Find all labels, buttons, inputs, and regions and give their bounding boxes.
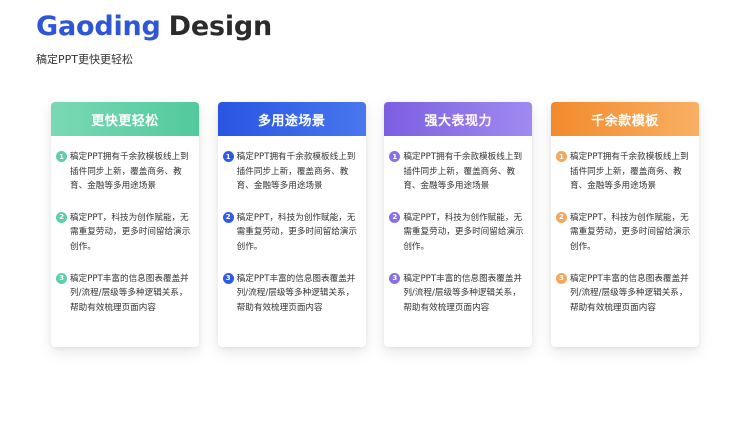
number-badge: 1 [222, 151, 234, 162]
feature-card-templates: 千余款模板 1 稿定PPT拥有千余款模板线上到插件同步上新，覆盖商务、教育、金融… [550, 102, 699, 347]
page-header: Gaoding Design 稿定PPT更快更轻松 [36, 12, 272, 67]
list-item: 2 稿定PPT，科技为创作赋能，无需重复劳动，更多时间留给演示创作。 [222, 211, 358, 255]
number-badge: 3 [222, 272, 234, 284]
list-item: 1 稿定PPT拥有千余款模板线上到插件同步上新，覆盖商务、教育、金融等多用途场景 [555, 150, 691, 194]
brand-name-rest: Design [168, 11, 273, 42]
item-text: 稿定PPT，科技为创作赋能，无需重复劳动，更多时间留给演示创作。 [70, 212, 191, 252]
card-body: 1 稿定PPT拥有千余款模板线上到插件同步上新，覆盖商务、教育、金融等多用途场景… [218, 136, 366, 315]
card-header: 多用途场景 [217, 102, 366, 136]
number-badge: 1 [555, 151, 567, 162]
feature-card-expressive: 强大表现力 1 稿定PPT拥有千余款模板线上到插件同步上新，覆盖商务、教育、金融… [384, 102, 533, 347]
card-header: 更快更轻松 [51, 102, 199, 136]
number-badge: 2 [555, 211, 567, 223]
feature-card-multi-use: 多用途场景 1 稿定PPT拥有千余款模板线上到插件同步上新，覆盖商务、教育、金融… [217, 102, 366, 347]
card-body: 1 稿定PPT拥有千余款模板线上到插件同步上新，覆盖商务、教育、金融等多用途场景… [51, 136, 199, 315]
item-text: 稿定PPT丰富的信息图表覆盖并列/流程/层级等多种逻辑关系，帮助有效梳理页面内容 [236, 273, 356, 313]
item-text: 稿定PPT，科技为创作赋能，无需重复劳动，更多时间留给演示创作。 [236, 212, 357, 252]
feature-card-faster: 更快更轻松 1 稿定PPT拥有千余款模板线上到插件同步上新，覆盖商务、教育、金融… [51, 102, 199, 347]
card-header: 强大表现力 [384, 102, 533, 136]
card-title: 强大表现力 [424, 113, 493, 129]
item-text: 稿定PPT丰富的信息图表覆盖并列/流程/层级等多种逻辑关系，帮助有效梳理页面内容 [70, 273, 189, 313]
list-item: 2 稿定PPT，科技为创作赋能，无需重复劳动，更多时间留给演示创作。 [555, 211, 691, 255]
item-text: 稿定PPT拥有千余款模板线上到插件同步上新，覆盖商务、教育、金融等多用途场景 [569, 152, 689, 192]
item-text: 稿定PPT拥有千余款模板线上到插件同步上新，覆盖商务、教育、金融等多用途场景 [70, 152, 189, 192]
item-text: 稿定PPT丰富的信息图表覆盖并列/流程/层级等多种逻辑关系，帮助有效梳理页面内容 [403, 273, 523, 313]
list-item: 2 稿定PPT，科技为创作赋能，无需重复劳动，更多时间留给演示创作。 [389, 211, 524, 255]
number-badge: 2 [389, 211, 401, 223]
card-body: 1 稿定PPT拥有千余款模板线上到插件同步上新，覆盖商务、教育、金融等多用途场景… [551, 136, 699, 315]
list-item: 3 稿定PPT丰富的信息图表覆盖并列/流程/层级等多种逻辑关系，帮助有效梳理页面… [389, 272, 524, 316]
item-text: 稿定PPT丰富的信息图表覆盖并列/流程/层级等多种逻辑关系，帮助有效梳理页面内容 [569, 273, 689, 313]
list-item: 1 稿定PPT拥有千余款模板线上到插件同步上新，覆盖商务、教育、金融等多用途场景 [389, 150, 524, 194]
list-item: 3 稿定PPT丰富的信息图表覆盖并列/流程/层级等多种逻辑关系，帮助有效梳理页面… [56, 272, 191, 316]
card-header: 千余款模板 [550, 102, 699, 136]
number-badge: 2 [222, 211, 234, 223]
item-text: 稿定PPT，科技为创作赋能，无需重复劳动，更多时间留给演示创作。 [569, 212, 691, 252]
card-body: 1 稿定PPT拥有千余款模板线上到插件同步上新，覆盖商务、教育、金融等多用途场景… [384, 136, 532, 315]
item-text: 稿定PPT，科技为创作赋能，无需重复劳动，更多时间留给演示创作。 [403, 212, 524, 252]
number-badge: 3 [389, 272, 401, 284]
number-badge: 3 [555, 272, 567, 284]
list-item: 1 稿定PPT拥有千余款模板线上到插件同步上新，覆盖商务、教育、金融等多用途场景 [222, 150, 358, 194]
page-subtitle: 稿定PPT更快更轻松 [36, 52, 133, 66]
card-title: 多用途场景 [257, 113, 326, 129]
brand-logo: Gaoding Design [36, 12, 272, 42]
item-text: 稿定PPT拥有千余款模板线上到插件同步上新，覆盖商务、教育、金融等多用途场景 [403, 152, 523, 192]
card-title: 千余款模板 [591, 113, 659, 129]
number-badge: 3 [56, 272, 67, 284]
list-item: 1 稿定PPT拥有千余款模板线上到插件同步上新，覆盖商务、教育、金融等多用途场景 [56, 150, 191, 194]
number-badge: 1 [56, 151, 67, 162]
list-item: 3 稿定PPT丰富的信息图表覆盖并列/流程/层级等多种逻辑关系，帮助有效梳理页面… [222, 272, 358, 316]
list-item: 2 稿定PPT，科技为创作赋能，无需重复劳动，更多时间留给演示创作。 [56, 211, 191, 255]
feature-cards: 更快更轻松 1 稿定PPT拥有千余款模板线上到插件同步上新，覆盖商务、教育、金融… [51, 102, 699, 347]
number-badge: 2 [56, 211, 67, 223]
card-title: 更快更轻松 [91, 113, 159, 129]
item-text: 稿定PPT拥有千余款模板线上到插件同步上新，覆盖商务、教育、金融等多用途场景 [236, 152, 356, 192]
brand-name-accent: Gaoding [36, 11, 161, 42]
number-badge: 1 [389, 151, 401, 162]
list-item: 3 稿定PPT丰富的信息图表覆盖并列/流程/层级等多种逻辑关系，帮助有效梳理页面… [555, 272, 691, 316]
